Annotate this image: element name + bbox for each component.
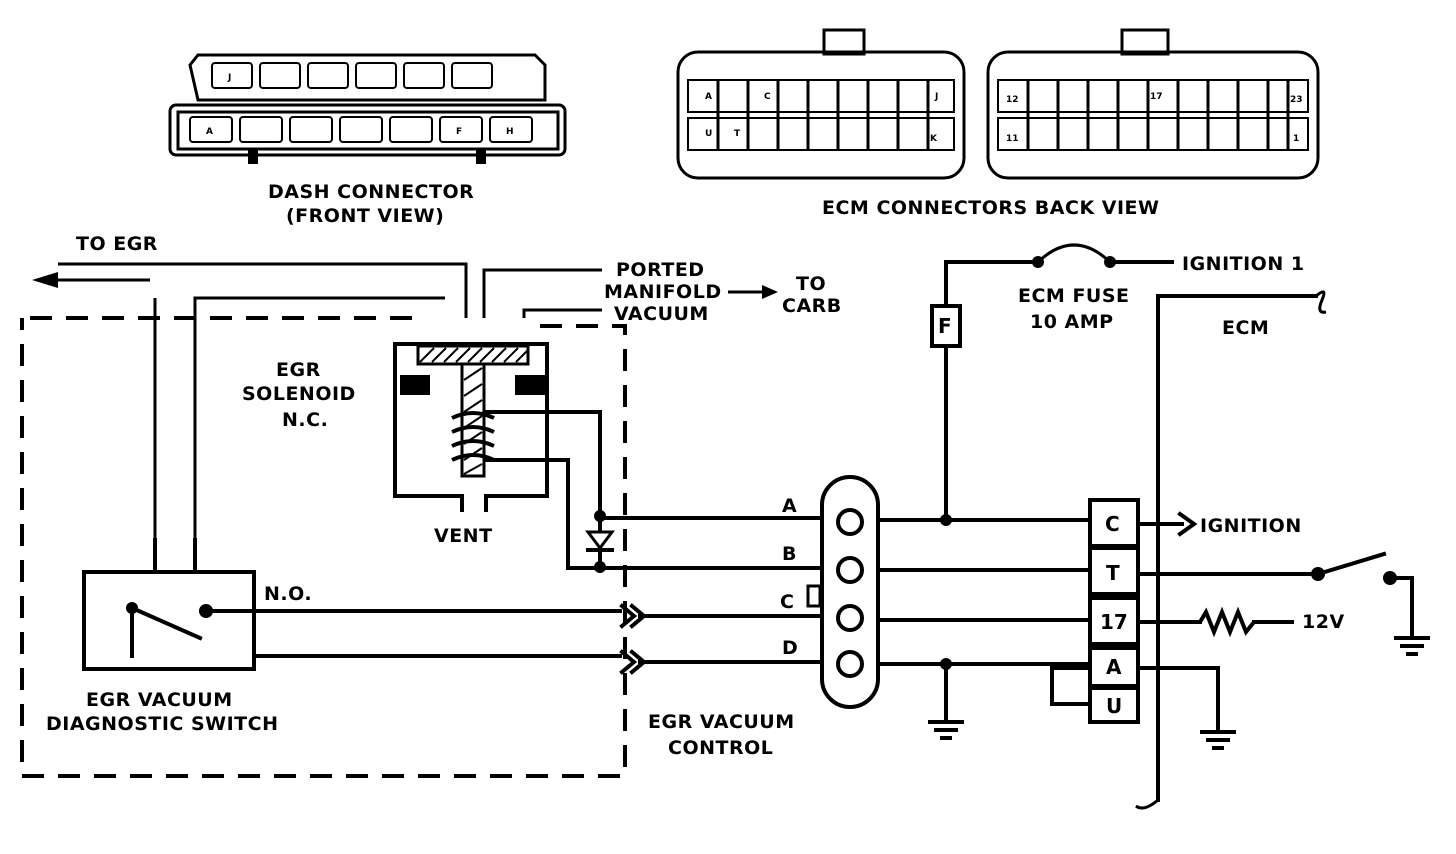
solenoid-connector [820, 475, 880, 709]
ported-label-3: VACUUM [614, 303, 709, 325]
wire-b-label: B [782, 543, 797, 565]
ecm-left-pin-j: J [934, 92, 938, 102]
ignition-label: IGNITION [1200, 515, 1302, 537]
control-label-2: CONTROL [668, 737, 773, 759]
wire-harness: A B C D [252, 495, 824, 675]
wire-d-label: D [782, 637, 798, 659]
egr-solenoid: EGR SOLENOID N.C. VENT [242, 342, 602, 570]
ecm-right-pin-1: 1 [1293, 134, 1299, 144]
volts-label: 12V [1302, 611, 1345, 633]
to-egr-label: TO EGR [76, 233, 158, 255]
ecm-pin-a: A [1106, 655, 1122, 679]
ecm-left-pin-a: A [705, 92, 712, 102]
solenoid-label-3: N.C. [282, 409, 328, 431]
fuse-label-2: 10 AMP [1030, 311, 1114, 333]
dash-pin-j: J [227, 73, 231, 83]
dash-pin-a: A [206, 127, 213, 137]
to-carb-label-2: CARB [782, 295, 842, 317]
ecm-right-pin-12: 12 [1006, 95, 1019, 105]
ecm-left-pin-u: U [705, 129, 712, 139]
ported-label-1: PORTED [616, 259, 705, 281]
ecm-pin-t: T [1106, 561, 1120, 585]
wire-a-label: A [782, 495, 797, 517]
ecm-connectors-title: ECM CONNECTORS BACK VIEW [822, 197, 1160, 219]
fuse-box-label: F [938, 314, 952, 338]
control-label-1: EGR VACUUM [648, 711, 795, 733]
ecm-left-pin-k: K [930, 134, 938, 144]
dash-connector-subtitle: (FRONT VIEW) [286, 205, 444, 227]
dash-pin-h: H [506, 127, 514, 137]
ecm-pin-u: U [1106, 694, 1122, 718]
solenoid-label-1: EGR [276, 359, 321, 381]
to-carb-label-1: TO [796, 273, 826, 295]
switch-label-2: DIAGNOSTIC SWITCH [46, 713, 278, 735]
dash-connector: J A F H DASH CONNECTOR (FRONT VIEW) [168, 53, 567, 227]
ecm-right-pin-23: 23 [1290, 95, 1303, 105]
dash-connector-title: DASH CONNECTOR [268, 181, 474, 203]
ecm-right-pin-11: 11 [1006, 134, 1019, 144]
dashed-enclosure [20, 316, 627, 778]
fuse-label-1: ECM FUSE [1018, 285, 1130, 307]
vacuum-hoses: TO EGR PORTED MANIFOLD VACUUM TO CARB [32, 233, 842, 560]
no-label: N.O. [264, 583, 312, 605]
ignition1-label: IGNITION 1 [1182, 253, 1305, 275]
ecm-label: ECM [1222, 317, 1269, 339]
solenoid-label-2: SOLENOID [242, 383, 356, 405]
diagnostic-switch: N.O. EGR VACUUM DIAGNOSTIC SWITCH [46, 538, 622, 735]
dash-pin-f: F [456, 127, 462, 137]
power-circuit: F ECM FUSE 10 AMP IGNITION 1 ECM C T 17 … [876, 243, 1430, 810]
switch-label-1: EGR VACUUM [86, 689, 233, 711]
ecm-connectors: A C J U T K 12 17 23 11 1 ECM CONNECTORS… [676, 28, 1320, 219]
ecm-left-pin-c: C [764, 92, 771, 102]
vent-label: VENT [434, 525, 493, 547]
ported-label-2: MANIFOLD [604, 281, 722, 303]
ecm-pin-c: C [1105, 512, 1120, 536]
ecm-pin-17: 17 [1100, 610, 1128, 634]
ecm-left-pin-t: T [734, 129, 741, 139]
wire-c-label: C [780, 591, 794, 613]
ecm-right-pin-17: 17 [1150, 92, 1163, 102]
